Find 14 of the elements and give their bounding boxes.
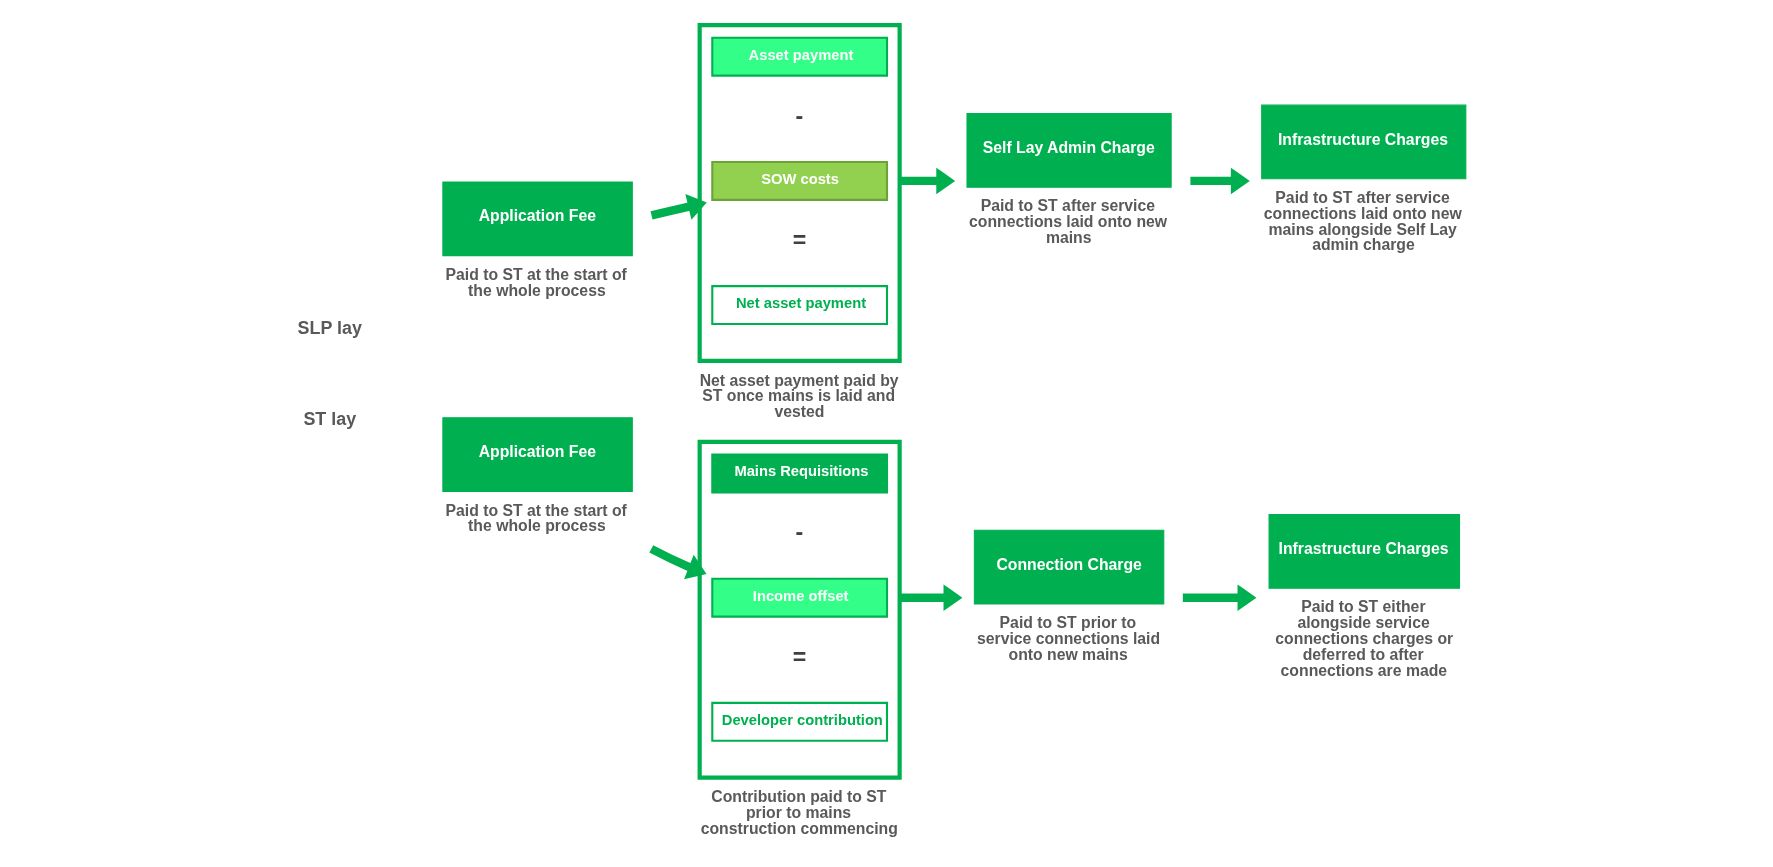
node-label: Contribution paid to ST prior to mains construction commencing <box>700 788 898 837</box>
label: - <box>794 519 803 546</box>
label: - <box>794 102 803 129</box>
label: = <box>792 226 806 253</box>
label: = <box>792 643 806 670</box>
label: ST lay <box>302 409 356 430</box>
node-label: Paid to ST after service connections laid onto new mains alongside Self Lay admin charge <box>1263 189 1462 254</box>
node-label: Net asset payment paid by ST once mains is laid and vested <box>699 371 899 421</box>
node-label: Paid to ST after service connections laid onto new mains <box>968 197 1167 247</box>
node-label: Paid to ST either alongside service connections charges or deferred to after connections are made <box>1274 598 1453 679</box>
node-label: Paid to ST at the start of the whole process <box>445 265 627 299</box>
node-label: Paid to ST prior to service connections laid onto new mains <box>976 614 1160 663</box>
label: SLP lay <box>297 317 362 338</box>
node-label: Paid to ST at the start of the whole process <box>445 501 627 535</box>
